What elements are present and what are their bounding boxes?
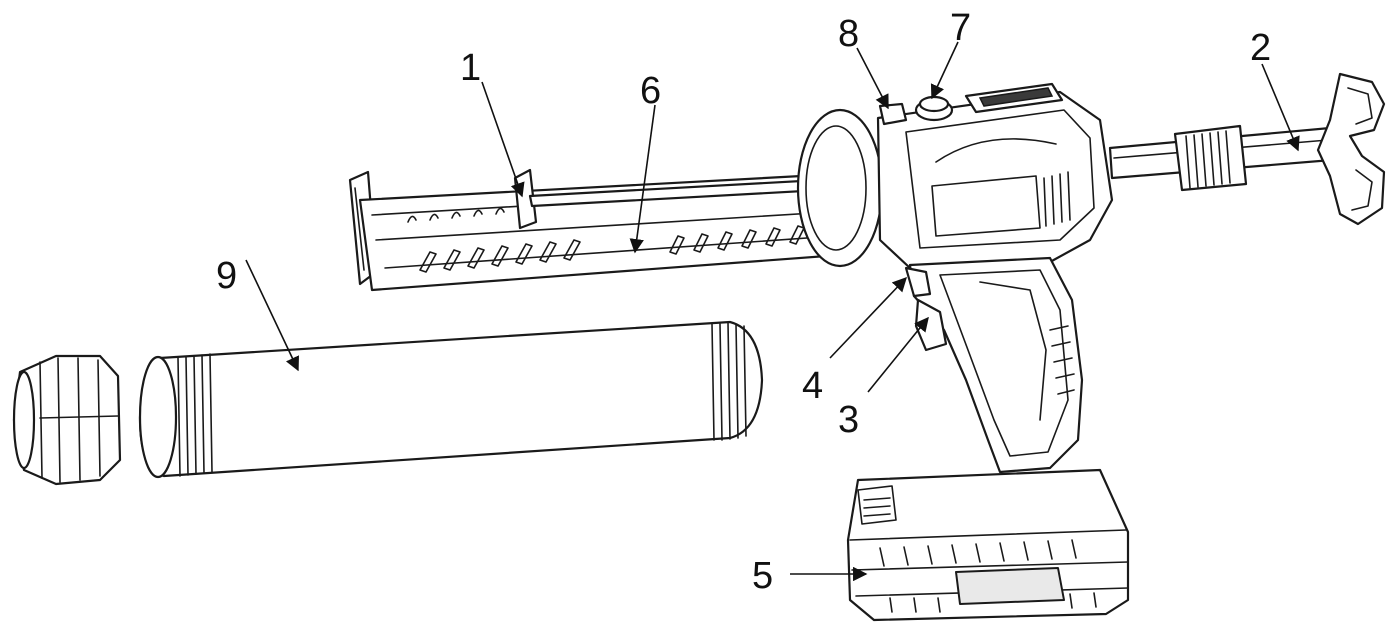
leader-9 — [245, 259, 299, 372]
leader-6 — [629, 104, 656, 254]
leader-3 — [867, 316, 929, 393]
callout-1: 1 — [460, 47, 481, 89]
leader-lines — [245, 41, 1300, 582]
callout-8: 8 — [838, 13, 859, 55]
carriage-tube — [348, 168, 868, 292]
leader-2 — [1261, 63, 1300, 152]
callout-6: 6 — [640, 70, 661, 112]
callout-2: 2 — [1250, 27, 1271, 69]
callout-9: 9 — [216, 255, 237, 297]
leader-7 — [930, 41, 959, 100]
leader-4 — [829, 276, 907, 359]
callout-7: 7 — [950, 7, 971, 49]
leader-1 — [481, 81, 525, 198]
callout-5: 5 — [752, 555, 773, 597]
barrel-tube — [12, 320, 764, 486]
callout-labels: 1 2 3 4 5 6 7 8 9 — [216, 7, 1271, 597]
callout-4: 4 — [802, 365, 823, 407]
leader-8 — [856, 47, 889, 110]
gun-body — [796, 72, 1386, 622]
callout-3: 3 — [838, 399, 859, 441]
